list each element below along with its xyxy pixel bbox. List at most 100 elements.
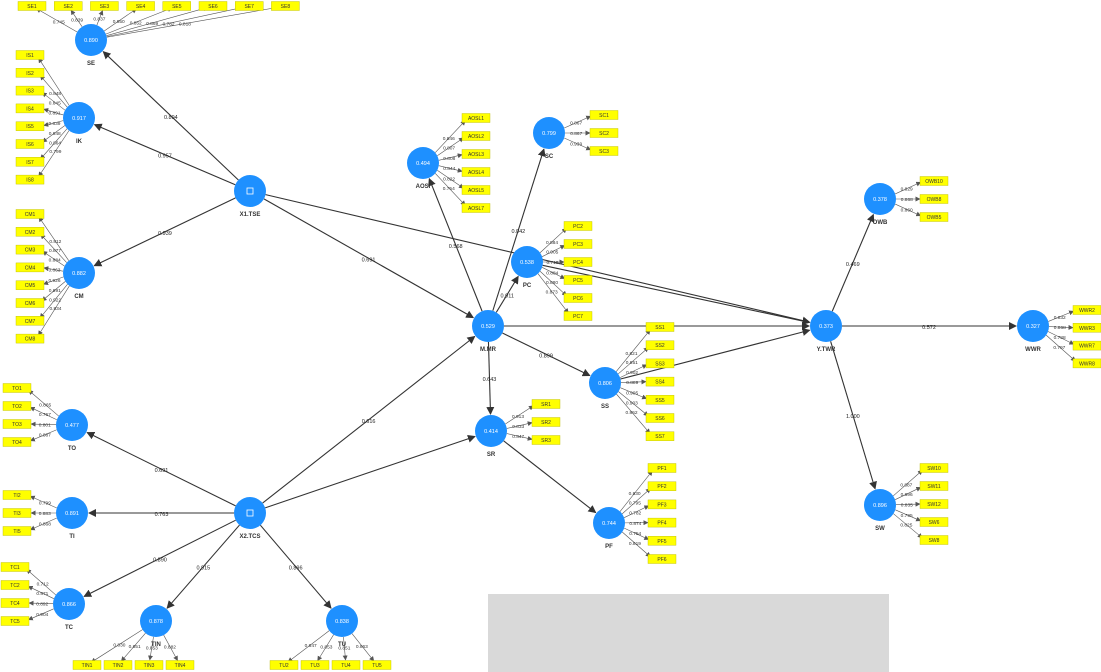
indicator-tc4[interactable]: TC4 (0, 598, 30, 608)
indicator-owb10[interactable]: OWB10 (919, 176, 949, 186)
indicator-sw12[interactable]: SW12 (919, 499, 949, 509)
indicator-to3[interactable]: TO3 (2, 419, 32, 429)
indicator-se2[interactable]: SE2 (54, 1, 83, 11)
indicator-tu5[interactable]: TU5 (362, 660, 392, 670)
indicator-sr3[interactable]: SR3 (531, 435, 561, 445)
indicator-is4[interactable]: IS4 (15, 103, 45, 114)
indicator-pc5[interactable]: PC5 (563, 275, 593, 285)
indicator-is5[interactable]: IS5 (15, 121, 45, 131)
indicator-ti3[interactable]: TI3 (2, 508, 32, 518)
indicator-wwr7[interactable]: WWR7 (1072, 340, 1101, 351)
indicator-is6[interactable]: IS6 (15, 139, 45, 149)
indicator-se1[interactable]: SE1 (17, 1, 47, 11)
indicator-sc2[interactable]: SC2 (589, 128, 619, 138)
indicator-pf2[interactable]: PF2 (647, 481, 677, 491)
indicator-wwr8[interactable]: WWR8 (1072, 358, 1101, 369)
indicator-tin1[interactable]: TIN1 (72, 660, 102, 670)
indicator-cm4[interactable]: CM4 (15, 262, 45, 273)
indicator-sw10[interactable]: SW10 (919, 463, 949, 473)
indicator-pf1[interactable]: PF1 (647, 463, 677, 473)
indicator-ss5[interactable]: SS5 (645, 395, 675, 405)
indicator-aosl3[interactable]: AOSL3 (461, 149, 491, 159)
indicator-aosl4[interactable]: AOSL4 (461, 167, 491, 177)
indicator-ss4[interactable]: SS4 (645, 376, 675, 387)
indicator-cm6[interactable]: CM6 (15, 298, 45, 308)
indicator-ti5[interactable]: TI5 (2, 526, 32, 536)
indicator-tc1[interactable]: TC1 (0, 562, 30, 572)
indicator-sr2[interactable]: SR2 (531, 417, 561, 427)
indicator-se4[interactable]: SE4 (126, 1, 155, 11)
indicator-wwr3[interactable]: WWR3 (1072, 323, 1101, 333)
indicator-tin4[interactable]: TIN4 (165, 660, 195, 670)
indicator-to2[interactable]: TO2 (2, 401, 32, 411)
indicator-wwr2[interactable]: WWR2 (1072, 305, 1101, 315)
indicator-sw11[interactable]: SW11 (919, 481, 949, 491)
construct-x2[interactable]: X2.TCS (234, 497, 266, 540)
indicator-cm8[interactable]: CM8 (15, 333, 45, 344)
indicator-cm3[interactable]: CM3 (15, 244, 45, 255)
indicator-pc6[interactable]: PC6 (563, 293, 593, 303)
indicator-ti2[interactable]: TI2 (2, 490, 32, 500)
indicator-sw6[interactable]: SW6 (919, 517, 949, 527)
indicator-ss1[interactable]: SS1 (645, 322, 675, 332)
construct-x1[interactable]: X1.TSE (234, 175, 266, 218)
indicator-pc3[interactable]: PC3 (563, 239, 593, 249)
indicator-owb5[interactable]: OWB5 (919, 212, 949, 222)
indicator-pc4[interactable]: PC4 (563, 257, 593, 267)
indicator-pf5[interactable]: PF5 (647, 536, 677, 546)
indicator-sw8[interactable]: SW8 (919, 535, 949, 545)
indicator-se6[interactable]: SE6 (198, 1, 228, 11)
indicator-tu4[interactable]: TU4 (331, 660, 361, 670)
indicator-tin3[interactable]: TIN3 (134, 660, 164, 670)
indicator-sr1[interactable]: SR1 (531, 399, 561, 409)
indicator-tc2[interactable]: TC2 (0, 580, 30, 590)
indicator-tu2[interactable]: TU2 (269, 660, 299, 670)
indicator-se5[interactable]: SE5 (162, 1, 192, 11)
indicator-is8[interactable]: IS8 (15, 174, 45, 185)
indicator-se8[interactable]: SE8 (271, 1, 300, 11)
indicator-aosl5[interactable]: AOSL5 (461, 185, 491, 195)
indicator-tc5[interactable]: TC5 (0, 616, 30, 626)
indicator-sc1[interactable]: SC1 (589, 110, 619, 120)
indicator-cm7[interactable]: CM7 (15, 316, 45, 326)
indicator-aosl2[interactable]: AOSL2 (461, 131, 491, 141)
indicator-is7[interactable]: IS7 (15, 157, 45, 167)
indicator-pf3[interactable]: PF3 (647, 499, 677, 510)
indicator-is1[interactable]: IS1 (15, 50, 45, 60)
indicator-tin2[interactable]: TIN2 (103, 660, 133, 670)
indicator-ss2[interactable]: SS2 (645, 340, 675, 350)
indicator-cm1[interactable]: CM1 (15, 209, 45, 219)
indicator-se3[interactable]: SE3 (90, 1, 119, 11)
indicator-tu3[interactable]: TU3 (300, 660, 330, 670)
indicator-ss7[interactable]: SS7 (645, 431, 675, 441)
indicator-pc7[interactable]: PC7 (563, 311, 593, 321)
indicator-pc2[interactable]: PC2 (563, 221, 593, 231)
indicator-owb8[interactable]: OWB8 (919, 194, 949, 204)
indicator-to4[interactable]: TO4 (2, 437, 32, 447)
indicator-cm5[interactable]: CM5 (15, 280, 45, 290)
indicator-aosl7[interactable]: AOSL7 (461, 203, 491, 213)
indicator-cm2[interactable]: CM2 (15, 227, 45, 237)
indicator-ss3[interactable]: SS3 (645, 358, 675, 369)
indicator-is2[interactable]: IS2 (15, 68, 45, 78)
indicator-to1[interactable]: TO1 (2, 383, 32, 393)
indicator-se7[interactable]: SE7 (234, 1, 264, 11)
